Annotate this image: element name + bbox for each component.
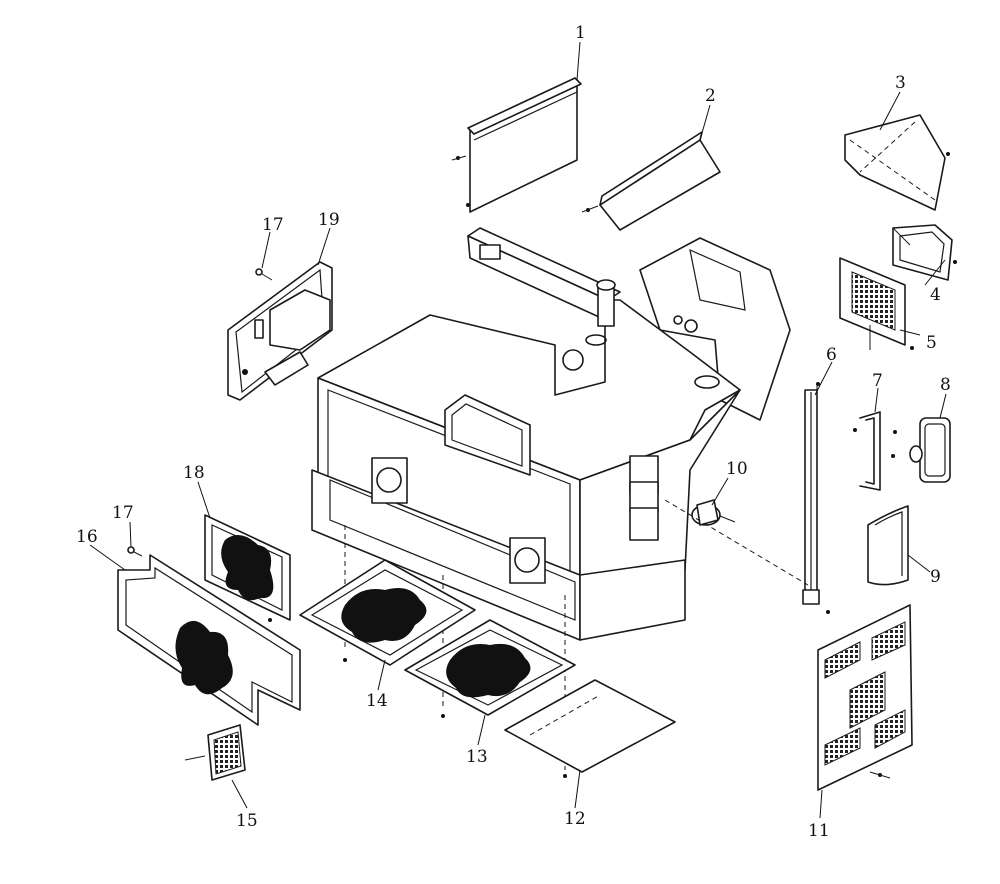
part-14-floor-mat (299, 559, 476, 666)
callout-1: 1 (575, 23, 586, 43)
part-3-cover-plate (844, 114, 950, 211)
callout-17-upper: 17 (262, 215, 284, 235)
callout-leaders (89, 41, 947, 819)
callout-17-lower: 17 (112, 503, 134, 523)
part-17-bolt-lower (127, 546, 143, 557)
part-4-vent-frame (892, 224, 957, 281)
main-body-frame (311, 227, 791, 641)
part-10-latch (691, 499, 736, 526)
part-16-large-panel (117, 554, 301, 726)
part-5-grille (839, 257, 914, 350)
callout-16: 16 (76, 527, 98, 547)
part-7-grab-handle (853, 411, 897, 491)
callout-9: 9 (930, 567, 941, 587)
part-12-floor-plate (504, 679, 676, 778)
part-18-screen-panel (204, 514, 291, 622)
part-13-floor-mat (404, 619, 576, 718)
callout-4: 4 (930, 285, 941, 305)
callout-5: 5 (926, 333, 937, 353)
callout-19: 19 (318, 210, 340, 230)
callout-11: 11 (808, 821, 830, 841)
callout-18: 18 (183, 463, 205, 483)
callout-labels: 1 2 3 4 5 6 7 8 9 10 11 12 13 14 15 16 1… (76, 23, 951, 841)
callout-8: 8 (940, 375, 951, 395)
callout-10: 10 (726, 459, 748, 479)
part-8-mirror (909, 417, 951, 483)
callout-3: 3 (895, 73, 906, 93)
part-17-bolt-upper (255, 268, 273, 281)
part-1-top-shield (451, 77, 582, 213)
part-15-vent-cover (184, 724, 246, 781)
callout-6: 6 (826, 345, 837, 365)
callout-7: 7 (872, 371, 883, 391)
callout-12: 12 (564, 809, 586, 829)
part-19-side-door (227, 261, 333, 401)
callout-2: 2 (705, 86, 716, 106)
part-9-curved-panel (867, 505, 909, 586)
part-2-angle-bracket (581, 131, 721, 231)
callout-14: 14 (366, 691, 388, 711)
callout-15: 15 (236, 811, 258, 831)
callout-13: 13 (466, 747, 488, 767)
part-6-support-post (802, 382, 830, 614)
part-11-grille-door (817, 604, 913, 791)
